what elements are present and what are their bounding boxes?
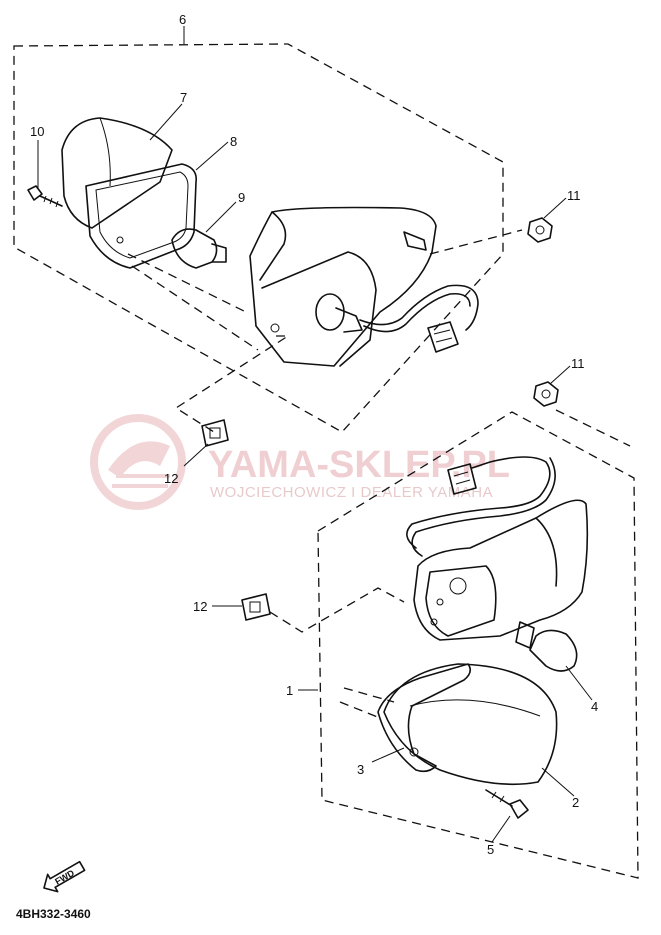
callout-12-upper: 12 <box>164 471 178 486</box>
callout-12-lower: 12 <box>193 599 207 614</box>
lower-gasket <box>377 663 472 773</box>
upper-lens <box>61 117 173 229</box>
callout-10: 10 <box>30 124 44 139</box>
callout-4: 4 <box>591 699 598 714</box>
fwd-label: FWD <box>53 868 76 887</box>
callout-5: 5 <box>487 842 494 857</box>
callout-6: 6 <box>179 12 186 27</box>
callout-7: 7 <box>180 90 187 105</box>
callout-11-lower: 11 <box>571 356 585 371</box>
part-code: 4BH332-3460 <box>16 907 91 921</box>
callout-11-upper: 11 <box>567 188 581 203</box>
upper-assembly-boundary <box>13 43 504 433</box>
callout-8: 8 <box>230 134 237 149</box>
callout-9: 9 <box>238 190 245 205</box>
callouts: 6 7 8 9 10 11 11 12 12 1 4 3 2 5 <box>30 12 598 857</box>
lower-nut <box>533 381 559 407</box>
upper-clip <box>201 419 229 447</box>
watermark-subtitle: WOJCIECHOWICZ I DEALER YAMAHA <box>210 484 493 501</box>
callout-2: 2 <box>572 795 579 810</box>
lower-screw <box>485 789 529 819</box>
lower-bulb <box>515 621 578 672</box>
leader-lines <box>37 26 593 843</box>
upper-nut <box>527 217 553 243</box>
watermark-title: YAMA-SKLEP.PL <box>208 444 510 486</box>
upper-bulb <box>171 228 227 269</box>
assembly-guide-lines <box>127 229 631 719</box>
watermark: YAMA-SKLEP.PL WOJCIECHOWICZ I DEALER YAM… <box>90 414 510 510</box>
callout-1: 1 <box>286 683 293 698</box>
lower-clip <box>241 593 271 621</box>
callout-3: 3 <box>357 762 364 777</box>
upper-screw <box>27 185 63 208</box>
fwd-arrow: FWD <box>43 860 86 893</box>
lower-housing <box>406 456 589 641</box>
upper-housing <box>249 206 479 367</box>
upper-gasket <box>85 163 198 269</box>
watermark-logo <box>90 414 186 510</box>
